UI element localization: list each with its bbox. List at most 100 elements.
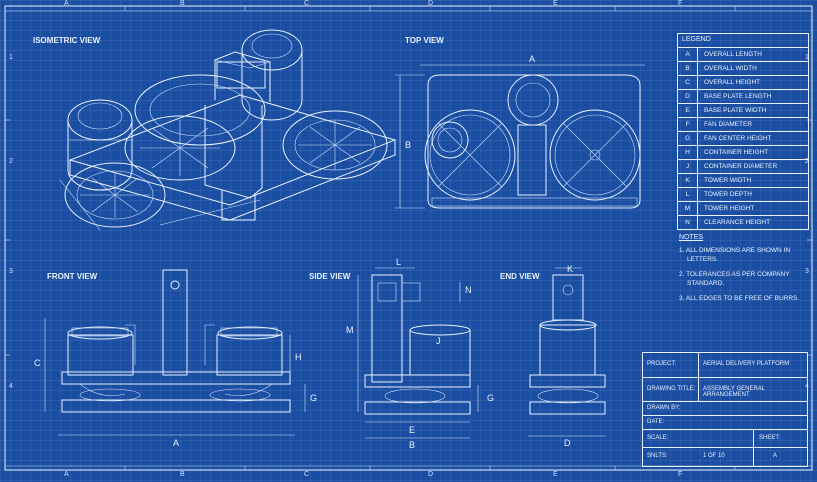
project-value: AERIAL DELIVERY PLATFORM <box>703 361 790 367</box>
legend-row: J CONTAINER DIAMETER <box>678 160 808 174</box>
frame-row-2-right: 2 <box>805 158 809 165</box>
end-view-title: END VIEW <box>500 272 540 281</box>
legend-label: BASE PLATE LENGTH <box>704 93 772 100</box>
legend-row: G FAN CENTER HEIGHT <box>678 132 808 146</box>
legend-key: E <box>678 104 698 117</box>
frame-col-e-top: E <box>553 0 558 7</box>
title-block-divider <box>753 429 754 466</box>
legend-row: A OVERALL LENGTH <box>678 48 808 62</box>
drawn-by-key: DRAWN BY: <box>647 405 681 411</box>
dim-label-b-side: B <box>409 440 416 450</box>
scale-key: SCALE: <box>647 435 669 441</box>
title-block-scale-row: SCALE: SHEET: <box>643 429 807 448</box>
legend-row: B OVERALL WIDTH <box>678 62 808 76</box>
sheet-value: A <box>773 453 778 459</box>
frame-col-a-bottom: A <box>64 471 69 478</box>
legend-key: K <box>678 174 698 187</box>
legend-row: E BASE PLATE WIDTH <box>678 104 808 118</box>
legend-key: B <box>678 62 698 75</box>
front-view-drawing <box>44 269 306 436</box>
project-key: PROJECT: <box>647 361 677 367</box>
dim-label-g-front: G <box>310 393 318 403</box>
frame-col-d-bottom: D <box>428 471 434 478</box>
legend-label: OVERALL HEIGHT <box>704 79 761 86</box>
title-block: PROJECT: AERIAL DELIVERY PLATFORM DRAWIN… <box>642 352 808 467</box>
title-block-units-row: SNLTS: 1 OF 10 A <box>643 447 807 466</box>
dim-label-c-front: C <box>34 358 41 368</box>
legend-row: L TOWER DEPTH <box>678 188 808 202</box>
legend-label: FAN CENTER HEIGHT <box>704 135 772 142</box>
frame-col-f-bottom: F <box>678 471 683 478</box>
side-view-title: SIDE VIEW <box>309 272 351 281</box>
notes-block: NOTES 1. ALL DIMENSIONS ARE SHOWN IN LET… <box>679 233 809 309</box>
frame-row-4-left: 4 <box>9 383 13 390</box>
legend-label: TOWER WIDTH <box>704 177 752 184</box>
frame-col-d-top: D <box>428 0 434 7</box>
legend-row: K TOWER WIDTH <box>678 174 808 188</box>
legend-key: F <box>678 118 698 131</box>
note-item: 1. ALL DIMENSIONS ARE SHOWN IN LETTERS. <box>679 247 791 263</box>
dim-label-e-side: E <box>409 425 416 435</box>
legend-label: TOWER HEIGHT <box>704 205 755 212</box>
legend-row: N CLEARANCE HEIGHT <box>678 216 808 229</box>
frame-row-4-right: 4 <box>805 383 809 390</box>
frame-row-3-left: 3 <box>9 268 13 275</box>
frame-row-1-left: 1 <box>9 54 13 61</box>
legend-key: L <box>678 188 698 201</box>
frame-row-1-right: 1 <box>805 54 809 61</box>
isometric-view-title: ISOMETRIC VIEW <box>33 36 101 45</box>
dim-label-j-side: J <box>436 336 441 346</box>
dim-label-n-side: N <box>465 285 472 295</box>
legend-key: M <box>678 202 698 215</box>
title-block-divider <box>698 353 699 401</box>
dim-label-k-end: K <box>567 264 574 274</box>
dim-label-b-top: B <box>405 140 412 150</box>
frame-row-3-right: 3 <box>805 268 809 275</box>
note-item: 2. TOLERANCES AS PER COMPANY STANDARD. <box>679 271 790 287</box>
drawing-title-value: ASSEMBLY GENERAL ARRANGEMENT <box>703 386 765 398</box>
notes-title: NOTES <box>679 234 704 241</box>
legend-key: N <box>678 216 698 229</box>
title-block-drawing-row: DRAWING TITLE: ASSEMBLY GENERAL ARRANGEM… <box>643 377 807 402</box>
frame-col-c-bottom: C <box>304 471 310 478</box>
legend-label: BASE PLATE WIDTH <box>704 107 767 114</box>
legend-label: OVERALL WIDTH <box>704 65 757 72</box>
top-view-title: TOP VIEW <box>405 36 444 45</box>
legend-key: J <box>678 160 698 173</box>
legend-row: D BASE PLATE LENGTH <box>678 90 808 104</box>
front-view-title: FRONT VIEW <box>47 272 98 281</box>
legend-key: D <box>678 90 698 103</box>
frame-col-f-top: F <box>678 0 683 7</box>
dim-label-a-top: A <box>529 54 536 64</box>
units-value: 1 OF 10 <box>703 453 725 459</box>
dim-label-m-side: M <box>346 325 354 335</box>
side-view-drawing <box>357 267 479 439</box>
units-key: SNLTS: <box>647 453 668 459</box>
legend-label: CLEARANCE HEIGHT <box>704 219 771 226</box>
legend-label: CONTAINER DIAMETER <box>704 163 778 170</box>
dim-label-g-side: G <box>487 393 495 403</box>
legend-label: TOWER DEPTH <box>704 191 752 198</box>
legend-row: M TOWER HEIGHT <box>678 202 808 216</box>
isometric-drawing <box>59 29 397 231</box>
legend-row: C OVERALL HEIGHT <box>678 76 808 90</box>
note-item: 3. ALL EDGES TO BE FREE OF BURRS. <box>679 295 800 302</box>
frame-row-2-left: 2 <box>9 158 13 165</box>
end-view-drawing <box>528 267 606 437</box>
dim-label-h-front: H <box>295 352 302 362</box>
frame-col-a-top: A <box>64 0 69 7</box>
legend-key: C <box>678 76 698 89</box>
legend-key: A <box>678 48 698 61</box>
legend-label: OVERALL LENGTH <box>704 51 762 58</box>
date-key: DATE: <box>647 419 665 425</box>
legend-label: CONTAINER HEIGHT <box>704 149 769 156</box>
frame-col-e-bottom: E <box>553 471 558 478</box>
legend-title: LEGEND <box>678 34 808 48</box>
frame-col-c-top: C <box>304 0 310 7</box>
legend-key: G <box>678 132 698 145</box>
